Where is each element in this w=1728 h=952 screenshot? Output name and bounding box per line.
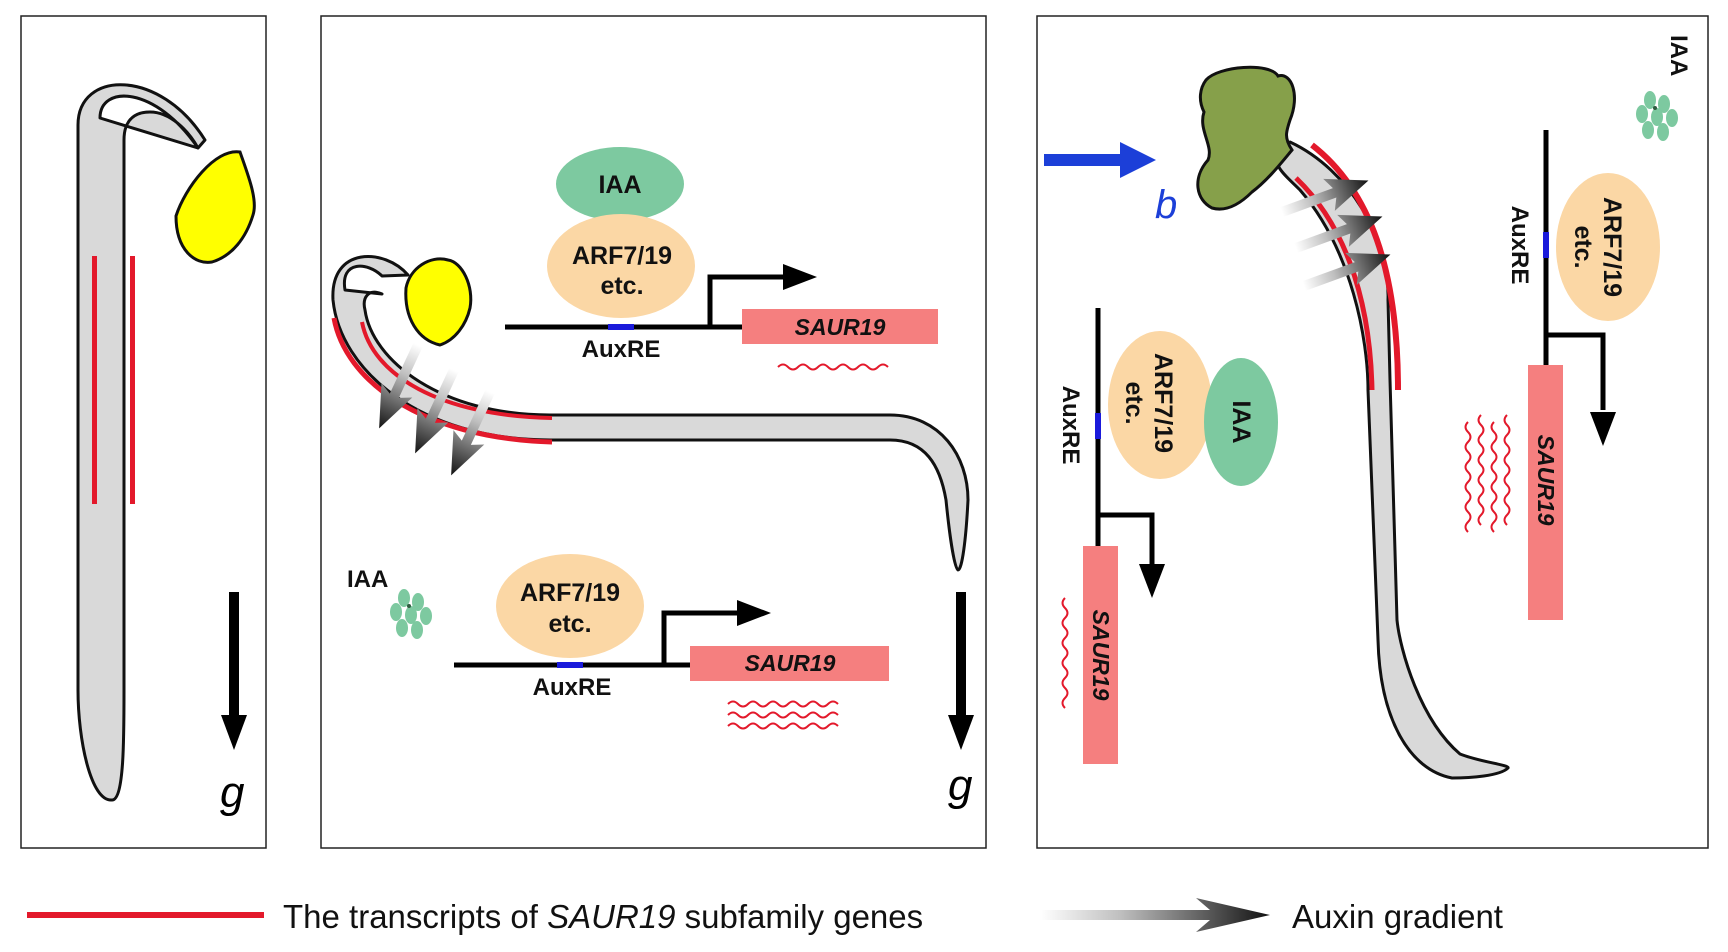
arf-label-3b: ARF7/19 xyxy=(1598,197,1626,297)
blue-light-arrow xyxy=(1044,142,1156,178)
auxre-label-2a: AuxRE xyxy=(582,336,661,363)
hypocotyl-bent xyxy=(331,255,970,572)
auxre-label-2b: AuxRE xyxy=(533,674,612,701)
transcript-wave-2b-1 xyxy=(727,700,839,708)
gene-box-2a xyxy=(742,309,938,344)
transcript-wave-3a xyxy=(1061,597,1069,709)
auxre-site-3b xyxy=(1543,232,1549,258)
hypocotyl-upright xyxy=(76,83,207,802)
gravity-arrow-2 xyxy=(948,592,974,750)
transcript-band-right xyxy=(130,256,135,504)
panel-gravistimulated-seedling: IAA ARF7/19 etc. AuxRE SAUR19 IAA ARF7/1… xyxy=(320,15,987,849)
transcript-arc-upper xyxy=(360,321,553,420)
gravity-label-1: g xyxy=(220,768,245,817)
arf-bubble-2b xyxy=(496,554,644,658)
panel-upright-seedling: g xyxy=(20,15,267,849)
arf-etc-3a: etc. xyxy=(1120,381,1148,424)
transcript-wave-2b-2 xyxy=(727,711,839,719)
tss-arrowhead-2b xyxy=(737,600,771,626)
gravity-arrow-1 xyxy=(221,592,247,750)
arf-bubble-3b xyxy=(1556,173,1660,321)
legend-transcripts-prefix: The transcripts of xyxy=(283,898,547,935)
gene-box-3b xyxy=(1528,365,1563,620)
transcript-wave-2a xyxy=(777,363,889,371)
iaa-label-2: IAA xyxy=(598,171,641,199)
legend-red-line xyxy=(27,912,264,918)
gene-label-3b: SAUR19 xyxy=(1533,435,1559,526)
arf-etc-2a: etc. xyxy=(600,272,643,300)
tss-arrowhead-3a xyxy=(1139,564,1165,598)
transcript-wave-2b-3 xyxy=(727,722,839,730)
tss-arrow-3a xyxy=(1098,512,1155,570)
auxre-site-3a xyxy=(1095,413,1101,439)
gene-box-2b xyxy=(690,646,889,681)
gravity-label-2: g xyxy=(948,761,973,810)
auxre-label-3a: AuxRE xyxy=(1057,386,1084,465)
cotyledon-yellow-1 xyxy=(174,150,256,264)
arf-etc-3b: etc. xyxy=(1569,225,1597,268)
iaa-bubble-3a xyxy=(1204,358,1278,486)
panel-phototropic-seedling: b AuxRE ARF7/19 etc. IAA SAUR19 IAA AuxR… xyxy=(1036,15,1709,849)
tss-arrow-2b xyxy=(661,610,743,665)
panel-2-frame xyxy=(320,15,987,849)
transcript-photo-inner xyxy=(1294,176,1375,391)
arf-label-3a: ARF7/19 xyxy=(1149,353,1177,453)
tss-arrowhead-2a xyxy=(783,264,817,290)
transcript-wave-3b-3 xyxy=(1490,421,1498,533)
transcript-wave-3b-2 xyxy=(1477,414,1485,526)
cotyledon-green xyxy=(1196,65,1296,211)
iaa-label-3a: IAA xyxy=(1227,400,1255,443)
arf-label-2a: ARF7/19 xyxy=(572,242,672,270)
gene-label-2b: SAUR19 xyxy=(745,650,836,676)
transcript-photo-outer xyxy=(1310,142,1401,391)
legend-gradient-text: Auxin gradient xyxy=(1292,898,1503,935)
gene-label-3a: SAUR19 xyxy=(1088,610,1114,701)
gene-box-3a xyxy=(1083,546,1118,764)
cotyledon-yellow-2 xyxy=(404,257,473,347)
transcript-band-left xyxy=(92,256,97,504)
arf-bubble-3a xyxy=(1108,331,1212,479)
gene-label-2a: SAUR19 xyxy=(795,314,886,340)
auxre-label-3b: AuxRE xyxy=(1506,206,1533,285)
arf-bubble-2a xyxy=(547,214,695,318)
iaa-dots-2b xyxy=(390,589,432,639)
tss-arrowhead-3b xyxy=(1590,412,1616,446)
blue-light-label: b xyxy=(1155,183,1177,227)
iaa-dots-3b xyxy=(1636,91,1678,141)
panel-3-frame xyxy=(1036,15,1709,849)
legend-transcripts-suffix: subfamily genes xyxy=(676,898,924,935)
hypocotyl-phototropic xyxy=(1275,140,1510,780)
arf-etc-2b: etc. xyxy=(548,610,591,638)
tss-arrow-2a xyxy=(707,274,790,327)
tss-arrow-3b xyxy=(1546,332,1606,410)
arf-label-2b: ARF7/19 xyxy=(520,579,620,607)
legend-transcripts-text: The transcripts of SAUR19 subfamily gene… xyxy=(283,898,923,935)
legend-transcripts-gene: SAUR19 xyxy=(547,898,675,935)
auxre-site-2a xyxy=(608,324,634,330)
transcript-wave-3b-1 xyxy=(1464,421,1472,533)
panel-1-frame xyxy=(20,15,267,849)
iaa-bubble-2 xyxy=(556,147,684,221)
iaa-label-2b: IAA xyxy=(347,566,388,593)
legend: The transcripts of SAUR19 subfamily gene… xyxy=(27,898,1503,935)
transcript-wave-3b-4 xyxy=(1503,414,1511,526)
auxre-site-2b xyxy=(557,662,583,668)
iaa-label-3b: IAA xyxy=(1665,35,1692,76)
legend-gradient-arrow xyxy=(1040,898,1270,932)
